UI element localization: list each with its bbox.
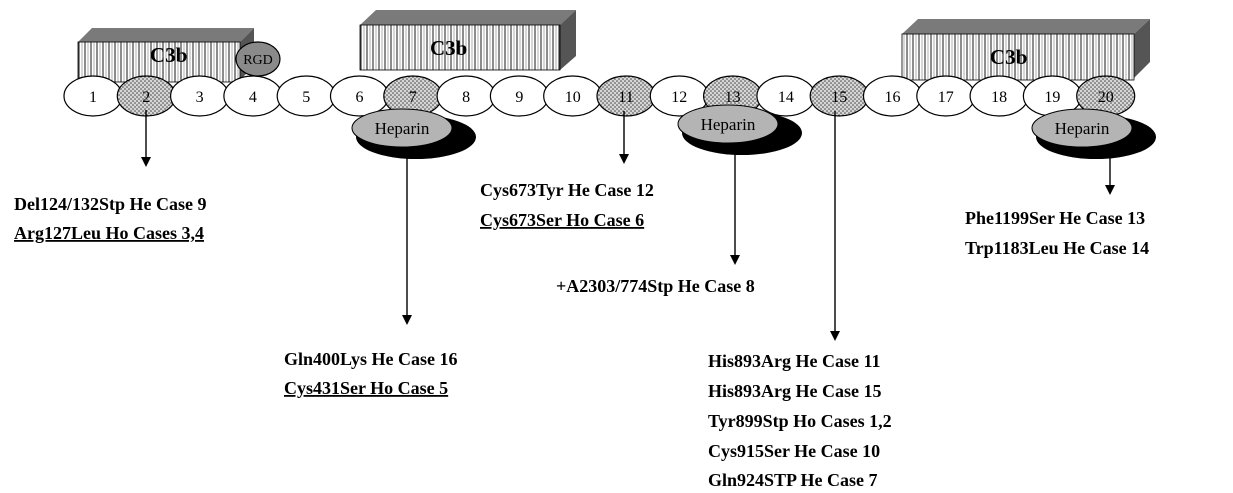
heparin-ellipse-1: [351, 108, 453, 148]
scr-domain-label: 14: [778, 89, 794, 106]
scr-domain-label: 19: [1044, 89, 1060, 106]
c3b-block-1-top: [78, 28, 254, 42]
c3b-block-3: [901, 19, 1150, 81]
mutation-label: Cys673Ser Ho Case 6: [480, 210, 644, 230]
c3b-block-3-front: [901, 33, 1135, 81]
heparin-site-3: Heparin: [1031, 108, 1156, 159]
scr-domain-label: 6: [356, 89, 364, 106]
mutation-group-domain-20: Phe1199Ser He Case 13 Trp1183Leu He Case…: [965, 208, 1149, 258]
c3b-block-1-front: [77, 41, 241, 83]
c3b-block-2-side: [560, 10, 576, 70]
scr-domain-label: 9: [515, 89, 523, 106]
scr-domain-label: 16: [885, 89, 901, 106]
mutation-label: His893Arg He Case 15: [708, 381, 881, 401]
c3b-label-2: C3b: [430, 36, 467, 60]
scr-domain-label: 13: [725, 89, 741, 106]
scr-domain-5: 5: [276, 75, 336, 117]
mutation-group-domain-2: Del124/132Stp He Case 9 Arg127Leu Ho Cas…: [14, 194, 207, 243]
scr-domain-11: 11: [596, 75, 656, 117]
mutation-label: Tyr899Stp Ho Cases 1,2: [708, 411, 892, 431]
scr-domain-label: 15: [831, 89, 847, 106]
rgd-ellipse: [235, 41, 281, 77]
scr-domain-label: 11: [618, 89, 633, 106]
mutation-group-domain-15: His893Arg He Case 11 His893Arg He Case 1…: [708, 351, 892, 490]
scr-domain-label: 20: [1098, 89, 1114, 106]
mutation-group-domain-11: Cys673Tyr He Case 12 Cys673Ser Ho Case 6: [480, 180, 654, 230]
c3b-block-3-top: [902, 19, 1150, 34]
scr-domain-20: 20: [1076, 75, 1136, 117]
heparin-label-1: Heparin: [375, 119, 430, 138]
scr-domain-label: 3: [196, 89, 204, 106]
heparin-label-2: Heparin: [701, 115, 756, 134]
mutation-label: Gln400Lys He Case 16: [284, 349, 458, 369]
scr-domain-label: 5: [302, 89, 310, 106]
scr-domain-label: 10: [565, 89, 581, 106]
scr-domain-9: 9: [489, 75, 550, 117]
mutation-label: Cys431Ser Ho Case 5: [284, 378, 448, 398]
heparin-site-2: Heparin: [677, 104, 802, 155]
c3b-block-3-side: [1134, 19, 1150, 78]
mutation-group-domain-13: +A2303/774Stp He Case 8: [556, 276, 755, 296]
scr-domain-8: 8: [436, 75, 496, 117]
arrow-head-7: [402, 315, 412, 325]
scr-domain-6: 6: [329, 75, 390, 117]
scr-domain-3: 3: [170, 75, 230, 117]
scr-domain-label: 7: [409, 89, 417, 106]
scr-domain-label: 17: [938, 89, 954, 106]
scr-domain-15: 15: [809, 75, 869, 117]
mutation-label: Arg127Leu Ho Cases 3,4: [14, 223, 204, 243]
scr-domain-12: 12: [649, 75, 709, 117]
mutation-label: Del124/132Stp He Case 9: [14, 194, 207, 214]
mutation-label: Cys915Ser He Case 10: [708, 441, 880, 461]
scr-domain-16: 16: [862, 75, 923, 117]
scr-domain-label: 2: [142, 89, 150, 106]
mutation-label: Trp1183Leu He Case 14: [965, 238, 1149, 258]
scr-domain-18: 18: [969, 75, 1029, 117]
rgd-label: RGD: [243, 53, 273, 68]
scr-domain-14: 14: [756, 75, 816, 117]
c3b-block-2-top: [360, 10, 576, 25]
c3b-block-2: [359, 10, 576, 71]
scr-domain-label: 1: [89, 89, 97, 106]
scr-domain-4: 4: [223, 75, 283, 117]
heparin-site-1: Heparin: [351, 108, 476, 159]
c3b-label-3: C3b: [990, 45, 1027, 69]
arrow-head-20: [1105, 185, 1115, 195]
arrow-head-15: [830, 331, 840, 341]
heparin-label-3: Heparin: [1055, 119, 1110, 138]
scr-domain-label: 8: [462, 89, 470, 106]
scr-domain-17: 17: [916, 75, 976, 117]
scr-domain-label: 18: [991, 89, 1007, 106]
mutation-group-domain-7: Gln400Lys He Case 16 Cys431Ser Ho Case 5: [284, 349, 458, 398]
arrow-head-2: [141, 157, 151, 167]
scr-domain-1: 1: [63, 75, 123, 117]
mutation-label: His893Arg He Case 11: [708, 351, 881, 371]
scr-domain-label: 12: [671, 89, 687, 106]
heparin-ellipse-2: [677, 104, 779, 144]
mutation-arrows: [141, 110, 1115, 341]
c3b-block-2-front: [359, 24, 561, 71]
mutation-label: Cys673Tyr He Case 12: [480, 180, 654, 200]
scr-domain-label: 4: [249, 89, 257, 106]
rgd-motif: RGD: [235, 41, 281, 77]
mutation-label: +A2303/774Stp He Case 8: [556, 276, 755, 296]
heparin-ellipse-3: [1031, 108, 1133, 148]
mutation-label: Gln924STP He Case 7: [708, 470, 878, 490]
c3b-block-1: [77, 28, 254, 83]
arrow-head-11: [619, 154, 629, 164]
c3b-label-1: C3b: [150, 43, 187, 67]
scr-domain-10: 10: [543, 75, 603, 117]
mutation-label: Phe1199Ser He Case 13: [965, 208, 1145, 228]
arrow-head-13: [730, 255, 740, 265]
